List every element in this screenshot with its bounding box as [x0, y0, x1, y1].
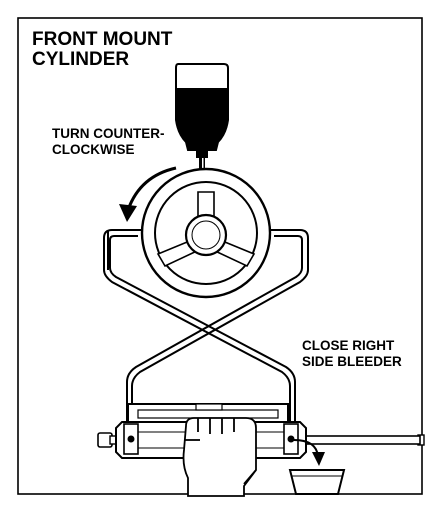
title-line-1: FRONT MOUNT: [32, 29, 173, 50]
bleeder-instruction-line-1: CLOSE RIGHT: [302, 338, 395, 353]
rotation-arrow-icon: [119, 166, 177, 222]
hydraulic-lines: [103, 229, 309, 432]
turn-instruction-line-2: CLOCKWISE: [52, 142, 135, 157]
title-line-2: CYLINDER: [32, 49, 130, 70]
hand-icon: [182, 417, 257, 497]
hydraulic-cylinder-icon: [97, 403, 425, 459]
turn-instruction-line-1: TURN COUNTER-: [52, 126, 165, 141]
steering-wheel-icon: [140, 167, 272, 299]
bleeder-instruction-line-2: SIDE BLEEDER: [302, 354, 402, 369]
drip-arrow-icon: [293, 439, 325, 466]
drain-cup-icon: [288, 469, 346, 495]
